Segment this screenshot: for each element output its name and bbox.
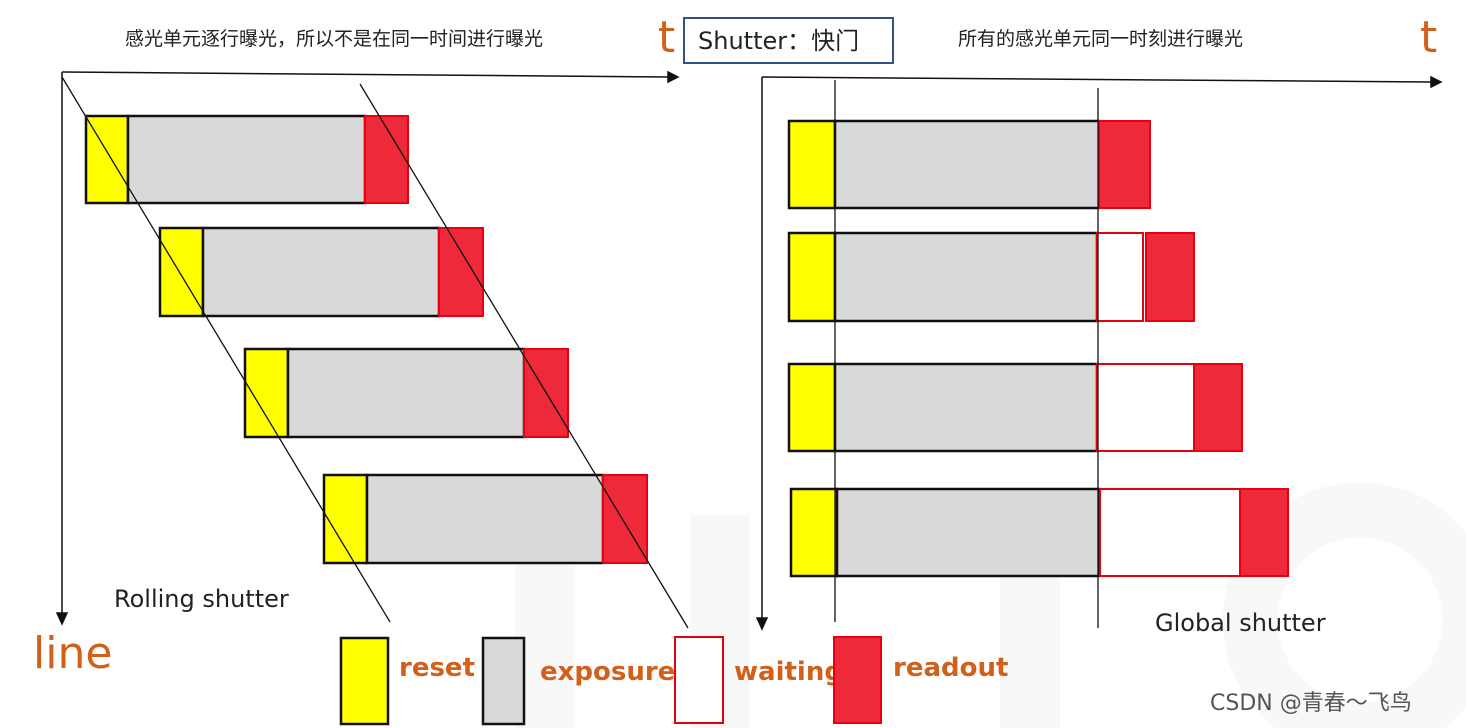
legend-exposure: exposure	[481, 636, 675, 726]
global-caption: Global shutter	[1155, 609, 1326, 637]
legend-reset-swatch	[339, 636, 390, 726]
legend-reset-label: reset	[399, 653, 475, 683]
exposure-block	[286, 347, 526, 439]
exposure-block	[833, 119, 1101, 210]
exposure-block	[126, 114, 367, 205]
reset-block	[158, 226, 205, 318]
rolling-row-4	[322, 473, 648, 565]
rolling-line-label: line	[33, 628, 112, 679]
reset-block	[787, 231, 837, 323]
exposure-block	[201, 226, 441, 318]
watermark-text: CSDN @青春～飞鸟	[1210, 691, 1412, 716]
rolling-t-label: t	[658, 12, 675, 63]
readout-block	[1145, 232, 1195, 322]
waiting-block	[1099, 488, 1241, 577]
readout-block	[438, 227, 484, 317]
global-time-arrowhead	[1430, 75, 1443, 89]
legend-readout: readout	[833, 636, 1008, 724]
legend-reset: reset	[339, 636, 475, 726]
rolling-axes	[55, 70, 680, 626]
rolling-end-diagonal	[359, 83, 689, 629]
global-row-1	[787, 119, 1151, 210]
legend-exposure-label: exposure	[540, 657, 675, 687]
readout-block	[1239, 488, 1289, 577]
global-row-3	[787, 362, 1243, 453]
rolling-caption: Rolling shutter	[114, 585, 289, 613]
title-box-frame	[683, 17, 894, 64]
waiting-block	[1096, 232, 1144, 322]
legend-waiting-label: waiting	[734, 657, 843, 687]
rolling-time-axis	[61, 71, 671, 78]
global-row-2	[787, 231, 1195, 323]
reset-block	[84, 114, 130, 205]
global-time-axis	[761, 76, 1433, 83]
waiting-block	[1096, 363, 1195, 452]
legend-readout-label: readout	[893, 653, 1008, 683]
reset-block	[789, 487, 839, 578]
legend-waiting-swatch	[674, 636, 724, 724]
reset-block	[787, 119, 837, 210]
global-line-arrowhead	[755, 617, 769, 631]
reset-block	[322, 473, 369, 565]
rolling-top-caption: 感光单元逐行曝光，所以不是在同一时间进行曝光	[125, 28, 543, 50]
legend-waiting: waiting	[674, 636, 843, 724]
reset-block	[787, 362, 837, 453]
rolling-row-1	[84, 114, 409, 205]
exposure-block	[833, 362, 1099, 453]
rolling-time-arrowhead	[667, 70, 680, 84]
global-row-4	[789, 487, 1289, 578]
title-box-text: Shutter：快门	[698, 27, 859, 55]
rolling-row-2	[158, 226, 484, 318]
global-top-caption: 所有的感光单元同一时刻进行曝光	[958, 28, 1243, 50]
title-box: Shutter：快门	[683, 17, 894, 64]
global-t-label: t	[1420, 12, 1437, 63]
exposure-block	[835, 487, 1101, 578]
readout-block	[1193, 363, 1243, 452]
rolling-row-3	[243, 347, 569, 439]
exposure-block	[365, 473, 605, 565]
readout-block	[364, 115, 409, 204]
exposure-block	[833, 231, 1099, 323]
rolling-line-arrowhead	[55, 612, 69, 626]
rolling-start-diagonal	[61, 76, 391, 623]
readout-block	[1098, 120, 1151, 209]
global-axes	[755, 75, 1443, 631]
legend: reset exposure waiting readout	[339, 636, 1008, 726]
legend-readout-swatch	[833, 636, 882, 724]
legend-exposure-swatch	[481, 636, 526, 726]
